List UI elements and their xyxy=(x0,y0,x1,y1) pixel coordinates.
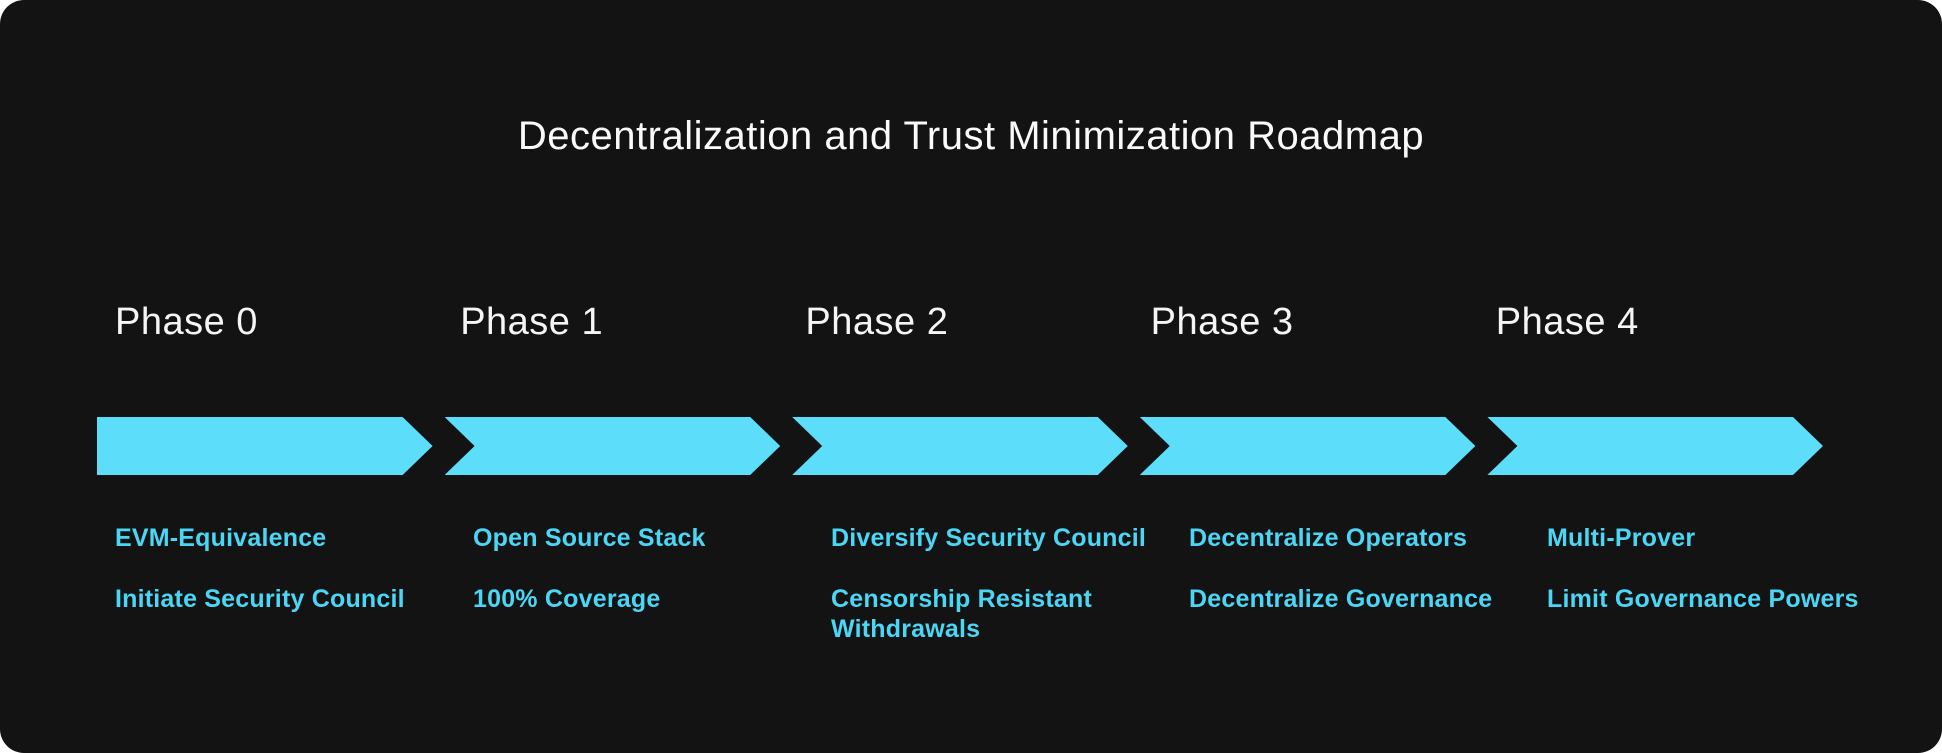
phase-item: Censorship Resistant Withdrawals xyxy=(831,585,1093,643)
roadmap-diagram: Phase 0 Phase 1 Phase 2 Phase 3 Phase 4 EVM-… xyxy=(97,298,1858,675)
phase-item: Initiate Security Council xyxy=(115,585,405,613)
phase-label: Phase 2 xyxy=(805,301,949,343)
phase-item: EVM-Equivalence xyxy=(115,524,327,552)
timeline-arrow xyxy=(792,417,1128,475)
timeline-arrow xyxy=(97,417,433,475)
phase-item: Limit Governance Powers xyxy=(1547,585,1859,613)
page-title: Decentralization and Trust Minimization … xyxy=(517,114,1425,158)
timeline-arrows-row xyxy=(97,417,1823,475)
phase-label: Phase 3 xyxy=(1150,301,1294,343)
phase-label: Phase 4 xyxy=(1495,301,1639,343)
phase-items-cell: Open Source Stack 100% Coverage xyxy=(455,523,813,675)
phase-item: Multi-Prover xyxy=(1547,524,1696,552)
phase-item: Diversify Security Council xyxy=(831,524,1147,552)
phase-label: Phase 0 xyxy=(115,301,258,343)
timeline-arrow xyxy=(1140,417,1476,475)
timeline-arrow xyxy=(1487,417,1823,475)
phase-item: Open Source Stack xyxy=(473,524,706,552)
phase-item: Decentralize Governance xyxy=(1189,585,1493,613)
phase-item: 100% Coverage xyxy=(473,585,661,613)
phase-label: Phase 1 xyxy=(460,301,604,343)
phase-item: Decentralize Operators xyxy=(1189,524,1468,552)
phase-labels-row: Phase 0 Phase 1 Phase 2 Phase 3 Phase 4 xyxy=(97,298,1823,346)
timeline-arrow xyxy=(445,417,781,475)
